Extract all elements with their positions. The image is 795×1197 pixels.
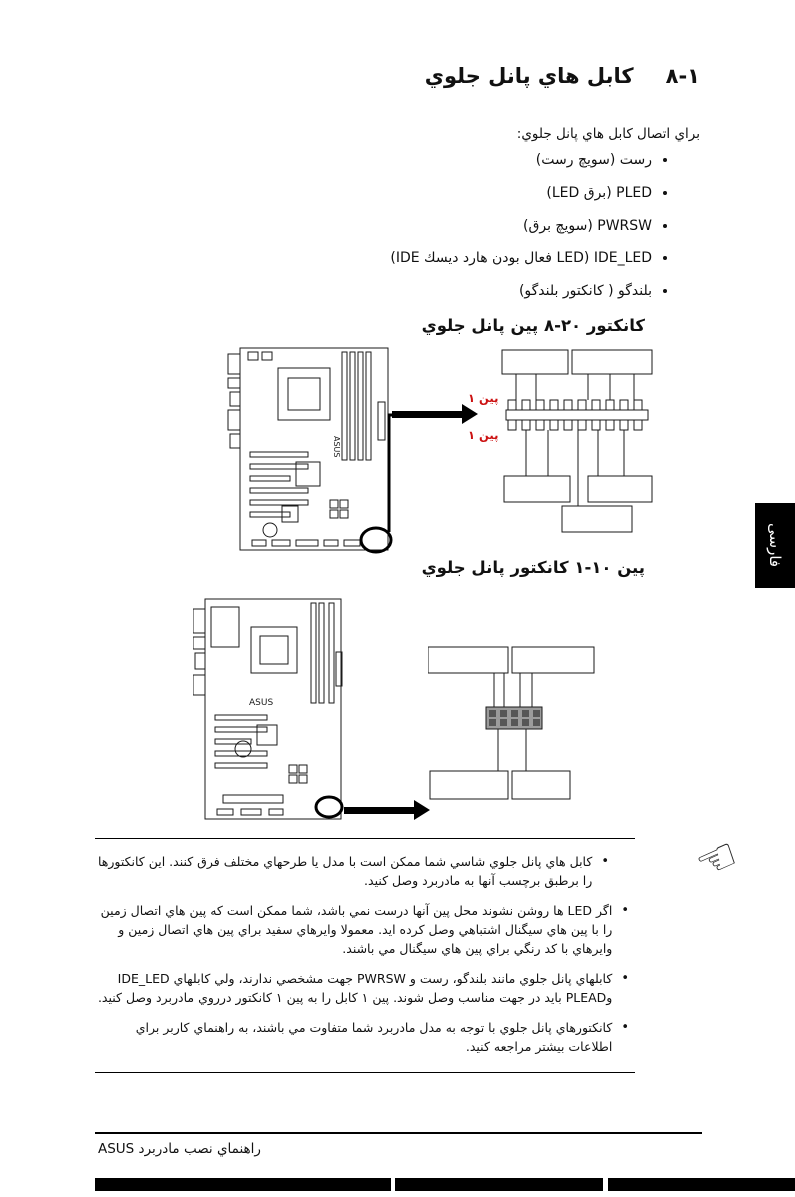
footer-text: راهنماي نصب مادربرد ASUS xyxy=(98,1141,261,1157)
expansion-slots xyxy=(214,714,268,769)
pin-header-block xyxy=(485,706,543,730)
board-outline xyxy=(204,598,342,820)
chipset xyxy=(256,724,278,746)
pin-group-label-box xyxy=(587,475,653,503)
cable-item-speaker: بلندگو ( كانكتور بلندگو) xyxy=(390,283,652,300)
cable-list: رست (سويچ رست) PLED (برق LED) PWRSW (سوي… xyxy=(390,152,670,316)
pin-group-label-box xyxy=(428,646,509,674)
pin-group-label-box xyxy=(501,349,569,375)
pin1-label-bottom: پين ١ xyxy=(468,428,499,442)
heading-panel-10-1: پين ١٠-١ كانكتور پانل جلوي xyxy=(421,558,645,577)
page-title: ١-٨ كابل هاي پانل جلوي xyxy=(425,64,700,88)
motherboard-diagram-10-1: ASUS xyxy=(193,598,344,820)
sata-ports xyxy=(288,764,308,784)
sidebar-language-tab: فارسى xyxy=(755,503,795,588)
connector-highlight-circle xyxy=(359,526,393,554)
ram-slots xyxy=(341,351,372,461)
section-number: ١-٨ xyxy=(665,64,700,88)
heading-panel-20-8: كانكتور ٢٠-٨ پين پانل جلوي xyxy=(421,316,645,335)
bar-gap xyxy=(603,1178,608,1191)
cpu-socket xyxy=(277,367,331,421)
expansion-slots xyxy=(249,451,309,518)
note-text: كابل هاي پانل جلوي شاسي شما ممكن است با … xyxy=(97,854,593,888)
board-brand-label: ASUS xyxy=(332,436,341,457)
pin-group-label-box xyxy=(511,646,595,674)
pin-group-label-box xyxy=(429,770,509,800)
board-brand-label: ASUS xyxy=(249,698,273,708)
bottom-black-bar xyxy=(95,1178,795,1191)
cable-item-pwrsw: PWRSW (سويچ برق) xyxy=(390,218,652,235)
section-title-text: كابل هاي پانل جلوي xyxy=(424,64,634,88)
note-text: كابلهاي پانل جلوي مانند بلندگو، رست و PW… xyxy=(97,971,613,1005)
note-item: • كانكتورهاي پانل جلوي با توجه به مدل ما… xyxy=(95,1018,629,1056)
callout-arrow-icon xyxy=(392,404,478,424)
sidebar-language-label: فارسى xyxy=(766,523,784,568)
io-shield-block xyxy=(210,606,240,648)
pin-group-label-box xyxy=(571,349,653,375)
callout-arrow-icon xyxy=(344,800,430,820)
cable-item-ideled: IDE_LED (LED فعال بودن هارد ديسك IDE) xyxy=(390,250,652,267)
front-panel-header xyxy=(222,794,284,804)
connector-pinout-10-1 xyxy=(428,646,595,800)
bullet-icon: • xyxy=(621,1020,629,1035)
callout-line xyxy=(387,413,394,532)
pin-group-label-box xyxy=(511,770,571,800)
intro-text: براي اتصال كابل هاي پانل جلوي: xyxy=(516,126,700,142)
cmos-battery xyxy=(262,522,278,538)
chipset xyxy=(295,461,321,487)
connector-pinout-20-8 xyxy=(501,349,653,533)
pin-header xyxy=(505,399,649,431)
note-text: كانكتورهاي پانل جلوي با توجه به مدل مادر… xyxy=(135,1020,613,1054)
notes-section: • كابل هاي پانل جلوي شاسي شما ممكن است ب… xyxy=(95,838,635,1073)
ram-slots xyxy=(310,602,335,704)
bullet-icon: • xyxy=(621,971,629,986)
note-item: • اگر LED ها روشن نشوند محل پين آنها درس… xyxy=(95,901,629,958)
connector-highlight-circle xyxy=(314,795,344,819)
atx-power-connector xyxy=(335,651,343,687)
bullet-icon: • xyxy=(601,854,609,869)
pin-group-label-box xyxy=(561,505,633,533)
cable-item-pled: PLED (برق LED) xyxy=(390,185,652,202)
sata-ports xyxy=(329,499,349,519)
pin-group-label-box xyxy=(503,475,571,503)
pin1-label-top: پين ١ xyxy=(468,391,499,405)
cable-item-reset: رست (سويچ رست) xyxy=(390,152,652,169)
note-hand-icon: ☜ xyxy=(686,825,747,893)
bullet-icon: • xyxy=(621,903,629,918)
bar-gap xyxy=(391,1178,395,1191)
note-item: • كابلهاي پانل جلوي مانند بلندگو، رست و … xyxy=(95,969,629,1007)
motherboard-diagram-20-8: ASUS xyxy=(227,347,394,554)
cmos-battery xyxy=(234,740,252,758)
note-text: اگر LED ها روشن نشوند محل پين آنها درست … xyxy=(100,903,613,956)
atx-power-connector xyxy=(377,401,386,441)
footer-rule xyxy=(95,1132,702,1134)
cpu-socket xyxy=(250,626,298,674)
note-item: • كابل هاي پانل جلوي شاسي شما ممكن است ب… xyxy=(95,852,609,890)
